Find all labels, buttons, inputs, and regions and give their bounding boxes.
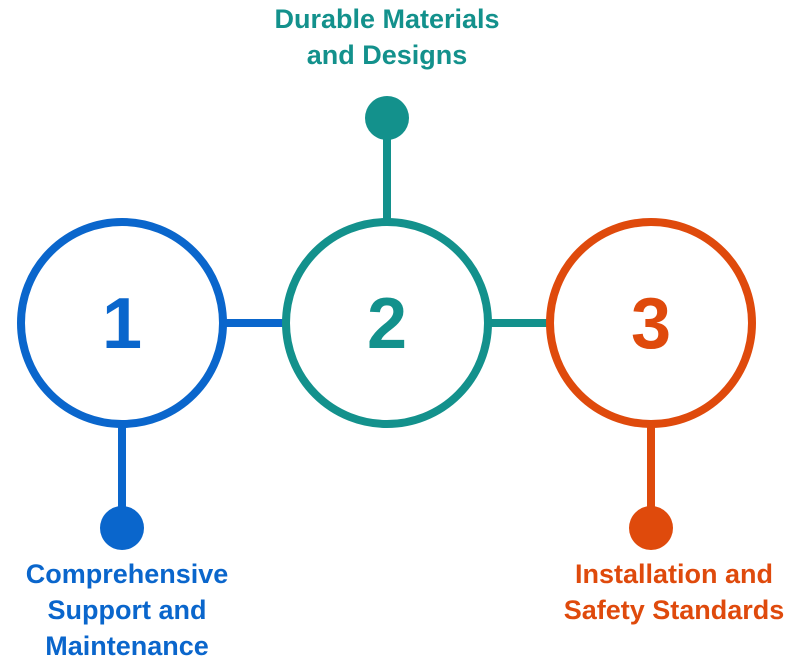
step-label-1: Comprehensive Support and Maintenance	[0, 556, 267, 664]
step-number-3: 3	[631, 284, 671, 364]
step-label-line: Comprehensive	[25, 559, 229, 589]
dot-1	[100, 506, 144, 550]
dot-3	[629, 506, 673, 550]
circle-1	[17, 218, 227, 428]
step-label-line: Support and	[47, 595, 207, 625]
step-label-3: Installation and Safety Standards	[534, 556, 806, 628]
step-number-1: 1	[102, 284, 142, 364]
step-label-line: and Designs	[306, 40, 468, 70]
step-label-2: Durable Materials and Designs	[237, 1, 537, 73]
step-number-2: 2	[367, 284, 407, 364]
dot-2	[365, 96, 409, 140]
step-label-line: Durable Materials	[274, 4, 500, 34]
step-label-line: Safety Standards	[563, 595, 785, 625]
circle-3	[546, 218, 756, 428]
circle-2	[282, 218, 492, 428]
step-label-line: Maintenance	[45, 631, 209, 661]
step-label-line: Installation and	[574, 559, 774, 589]
